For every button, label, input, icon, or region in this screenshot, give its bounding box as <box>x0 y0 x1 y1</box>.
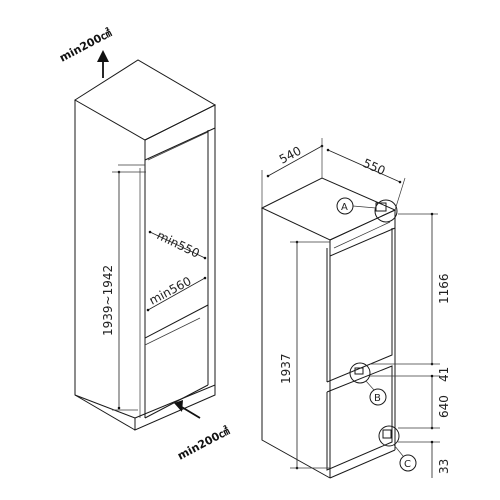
gap-middle-label: 41 <box>437 367 451 382</box>
door-upper-label: 1166 <box>437 273 451 304</box>
fridge-width-dim <box>261 138 324 208</box>
callout-c <box>378 425 417 472</box>
vent-arrow-bottom <box>174 400 201 419</box>
fridge-width-label: 540 <box>277 144 304 167</box>
callout-a <box>336 197 398 223</box>
gap-bottom-label: 33 <box>437 459 451 474</box>
niche-width-label: min550 <box>155 228 202 261</box>
callout-b <box>349 362 387 406</box>
niche-cabinet <box>74 59 217 431</box>
niche-depth-dim <box>146 276 207 312</box>
callout-b-label: B <box>374 393 381 404</box>
callout-a-label: A <box>341 202 348 213</box>
door-dims <box>370 212 440 478</box>
vent-bottom-label: min200㎠ <box>175 424 232 463</box>
fridge-height-dim <box>290 240 330 470</box>
niche-width-dim <box>148 230 207 260</box>
niche-depth-label: min560 <box>147 274 194 308</box>
niche-height-label: 1939~1942 <box>101 265 115 336</box>
door-lower-label: 640 <box>437 395 451 418</box>
fridge-height-label: 1937 <box>279 353 293 384</box>
vent-arrow-top <box>97 50 109 78</box>
callout-c-label: C <box>404 459 411 470</box>
appliance-body <box>260 177 397 479</box>
niche-height-dim <box>112 170 146 411</box>
fridge-depth-dim <box>326 148 406 211</box>
